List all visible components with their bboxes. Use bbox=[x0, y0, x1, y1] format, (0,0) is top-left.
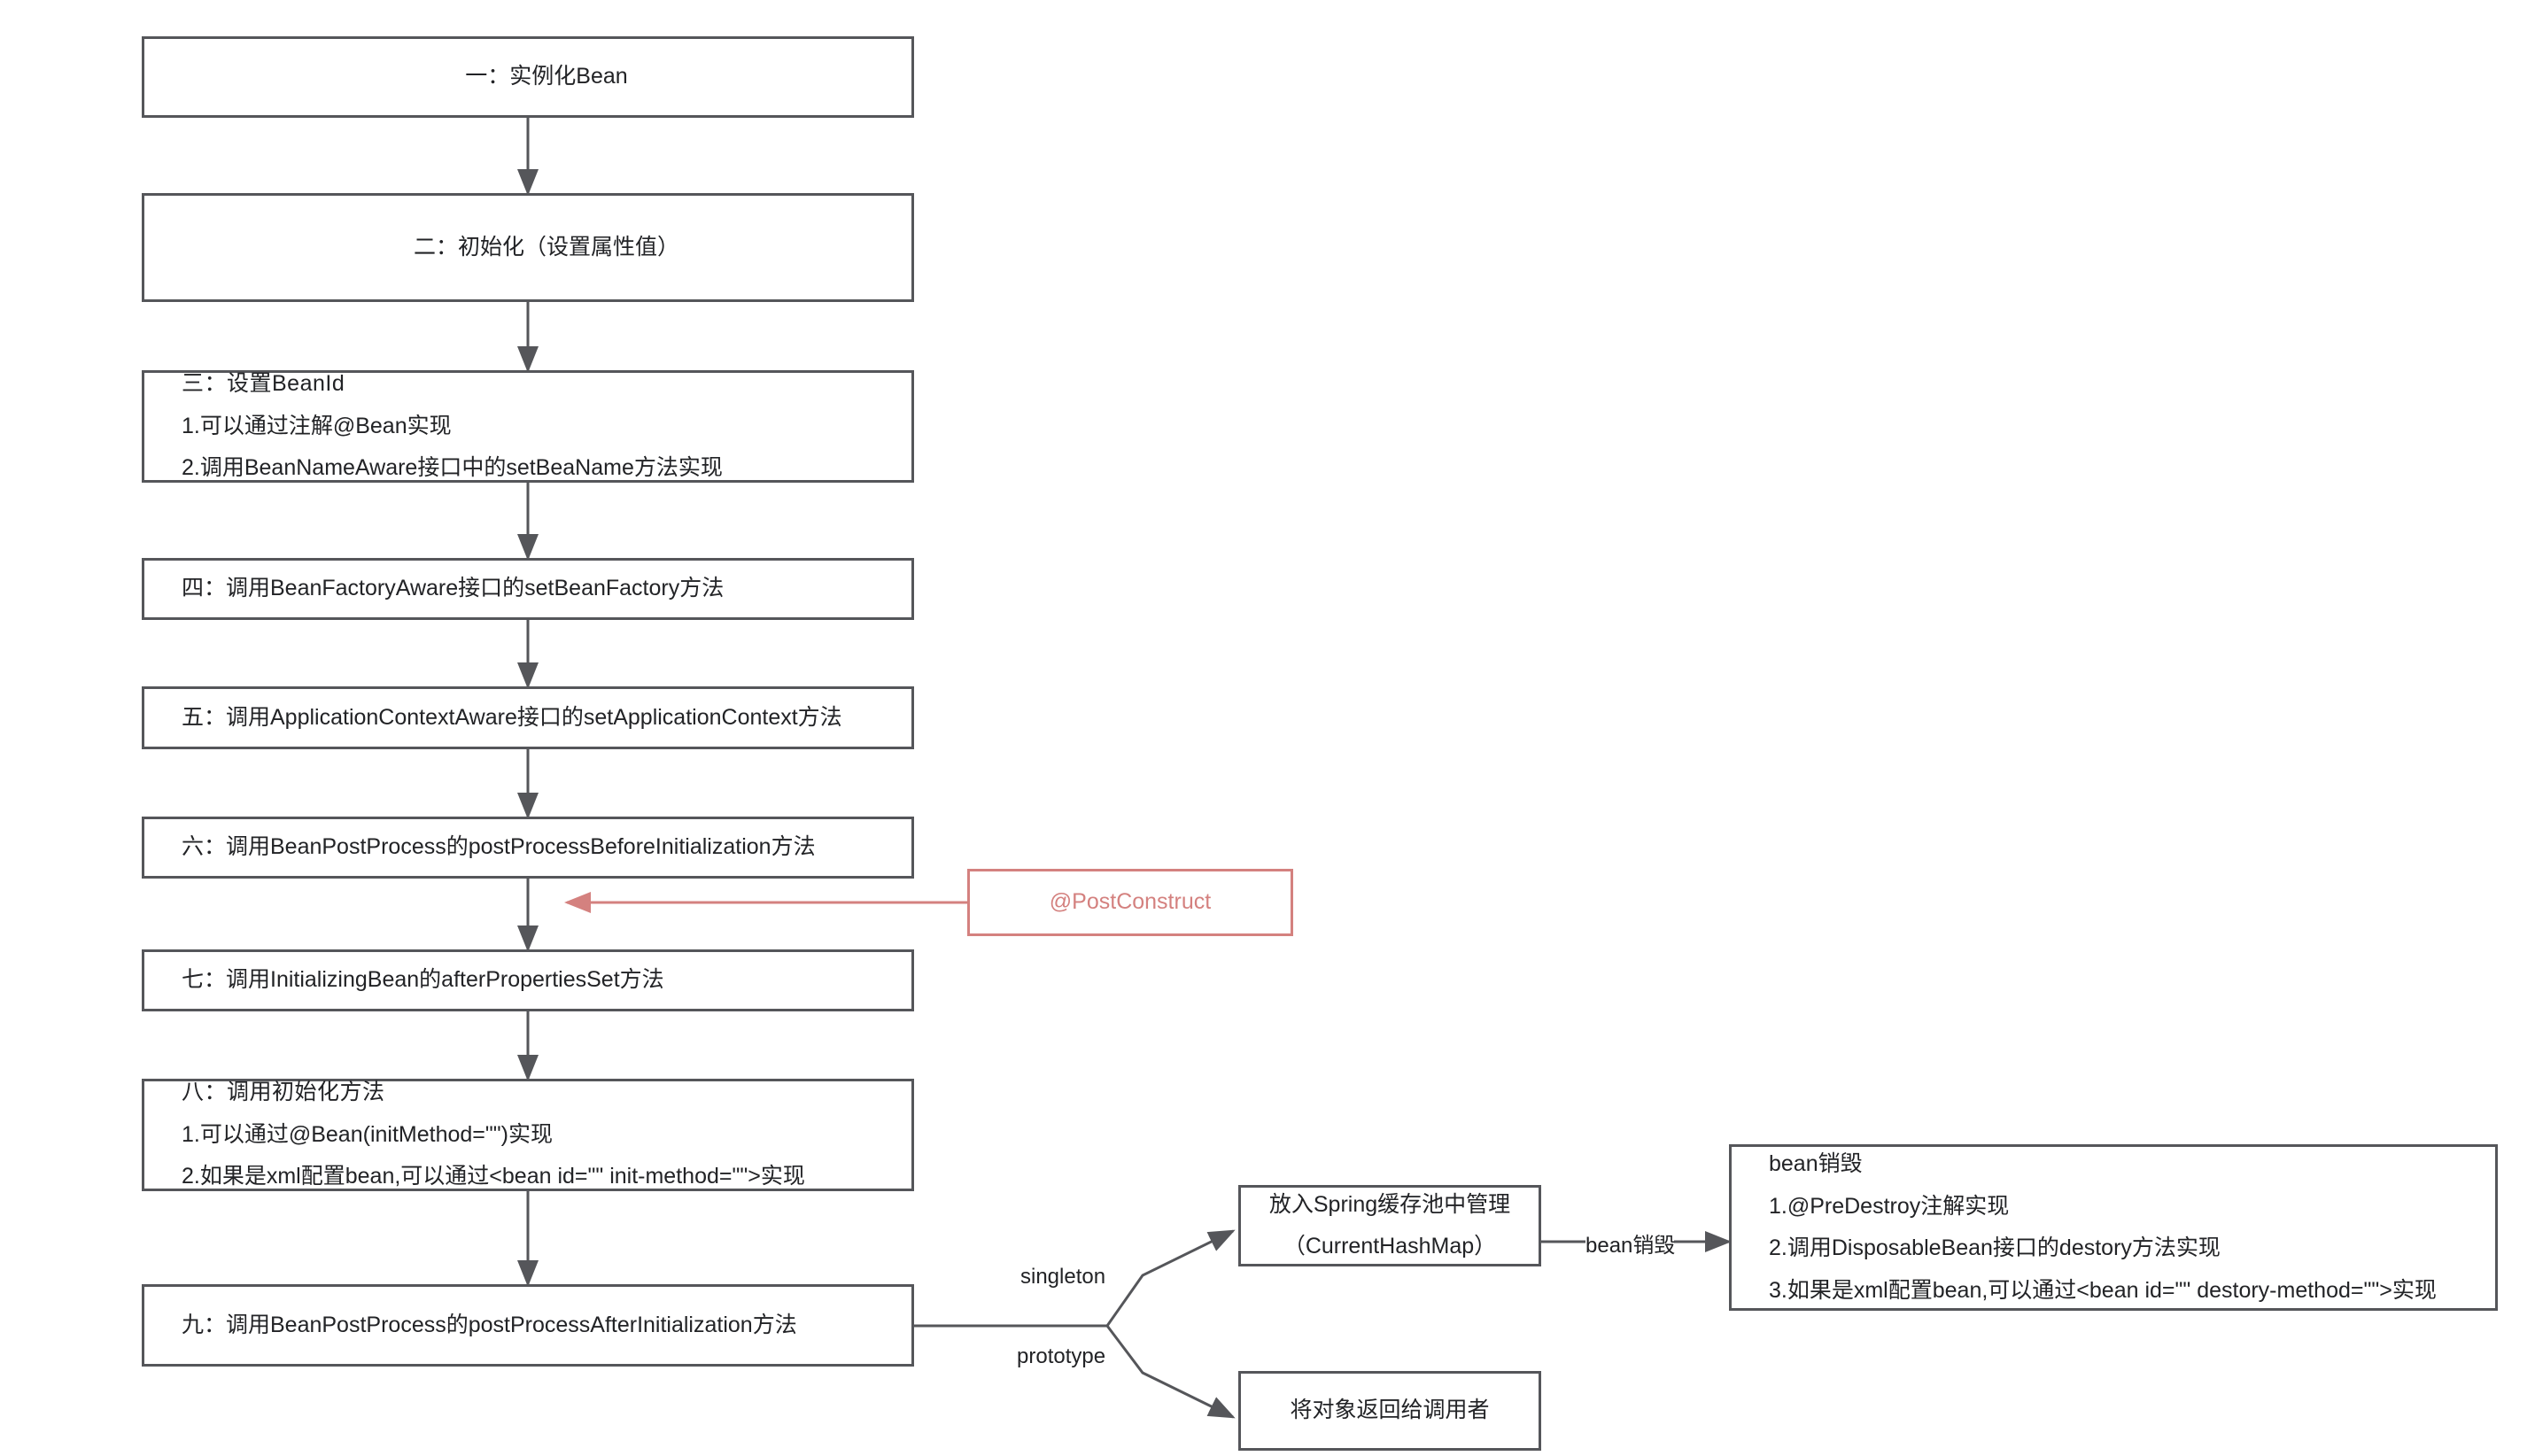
step-8-line-3: 2.如果是xml配置bean,可以通过<bean id="" init-meth… bbox=[182, 1164, 805, 1189]
step-9-post-process-after-initialization[interactable]: 九：调用BeanPostProcess的postProcessAfterInit… bbox=[142, 1284, 914, 1367]
step-5-line-1: 五：调用ApplicationContextAware接口的setApplica… bbox=[182, 704, 842, 730]
step-7-line-1: 七：调用InitializingBean的afterPropertiesSet方… bbox=[182, 967, 664, 993]
step-3-line-2: 1.可以通过注解@Bean实现 bbox=[182, 413, 452, 438]
edge-label-prototype: prototype bbox=[1017, 1344, 1106, 1368]
cache-pool-line-2: （CurrentHashMap） bbox=[1283, 1234, 1497, 1259]
return-object-line-1: 将对象返回给调用者 bbox=[1290, 1398, 1490, 1423]
step-2-initialize-properties[interactable]: 二：初始化（设置属性值） bbox=[142, 193, 914, 302]
step-2-line-1: 二：初始化（设置属性值） bbox=[413, 234, 679, 259]
step-3-set-bean-id[interactable]: 三：设置BeanId 1.可以通过注解@Bean实现 2.调用BeanNameA… bbox=[142, 370, 914, 483]
step-9-line-1: 九：调用BeanPostProcess的postProcessAfterInit… bbox=[182, 1312, 797, 1337]
cache-pool-line-1: 放入Spring缓存池中管理 bbox=[1268, 1191, 1511, 1217]
step-6-post-process-before-initialization[interactable]: 六：调用BeanPostProcess的postProcessBeforeIni… bbox=[142, 817, 914, 879]
step-8-line-1: 八：调用初始化方法 bbox=[182, 1080, 385, 1105]
bean-destroy-line-2: 1.@PreDestroy注解实现 bbox=[1769, 1193, 2010, 1219]
step-3-line-3: 2.调用BeanNameAware接口中的setBeaName方法实现 bbox=[182, 455, 723, 481]
edge-label-bean-destroy: bean销毁 bbox=[1585, 1234, 1676, 1258]
connector-step9-prototype bbox=[979, 1324, 1236, 1419]
step-8-line-2: 1.可以通过@Bean(initMethod="")实现 bbox=[182, 1121, 553, 1147]
step-4-line-1: 四：调用BeanFactoryAware接口的setBeanFactory方法 bbox=[182, 576, 725, 601]
step-6-line-1: 六：调用BeanPostProcess的postProcessBeforeIni… bbox=[182, 834, 816, 860]
prototype-return-object-box[interactable]: 将对象返回给调用者 bbox=[1238, 1371, 1541, 1451]
annotation-post-construct-label: @PostConstruct bbox=[1049, 889, 1212, 915]
singleton-cache-pool-box[interactable]: 放入Spring缓存池中管理 （CurrentHashMap） bbox=[1238, 1185, 1541, 1266]
step-5-application-context-aware[interactable]: 五：调用ApplicationContextAware接口的setApplica… bbox=[142, 686, 914, 749]
bean-destroy-line-4: 3.如果是xml配置bean,可以通过<bean id="" destory-m… bbox=[1769, 1277, 2437, 1303]
step-4-bean-factory-aware[interactable]: 四：调用BeanFactoryAware接口的setBeanFactory方法 bbox=[142, 558, 914, 620]
annotation-post-construct[interactable]: @PostConstruct bbox=[967, 869, 1293, 936]
step-1-line-1: 一：实例化Bean bbox=[465, 64, 628, 89]
bean-destroy-box[interactable]: bean销毁 1.@PreDestroy注解实现 2.调用DisposableB… bbox=[1729, 1144, 2498, 1311]
edge-label-singleton: singleton bbox=[1020, 1265, 1106, 1289]
bean-destroy-line-1: bean销毁 bbox=[1769, 1151, 1863, 1176]
step-8-init-method[interactable]: 八：调用初始化方法 1.可以通过@Bean(initMethod="")实现 2… bbox=[142, 1079, 914, 1191]
step-1-instantiate-bean[interactable]: 一：实例化Bean bbox=[142, 36, 914, 118]
bean-destroy-line-3: 2.调用DisposableBean接口的destory方法实现 bbox=[1769, 1235, 2221, 1260]
step-7-after-properties-set[interactable]: 七：调用InitializingBean的afterPropertiesSet方… bbox=[142, 949, 914, 1011]
step-3-line-1: 三：设置BeanId bbox=[182, 371, 345, 397]
